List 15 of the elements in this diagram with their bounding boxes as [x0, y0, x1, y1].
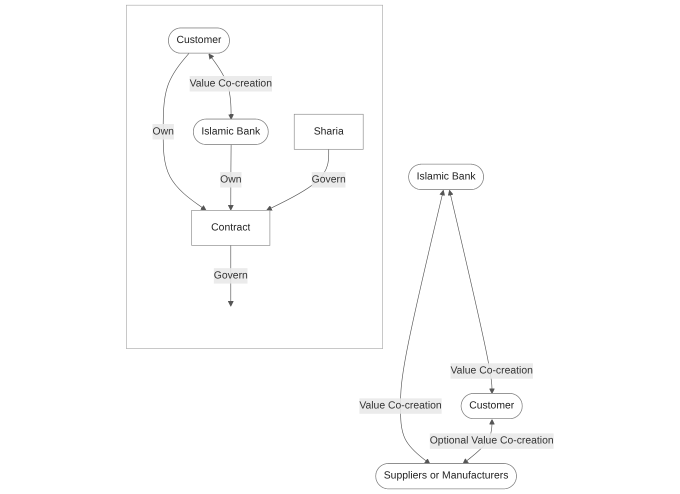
- edge-label: Own: [152, 126, 174, 137]
- arrow: [162, 53, 206, 211]
- edge-label: Value Co-creation: [359, 400, 442, 412]
- edge-label: Value Co-creation: [190, 78, 272, 89]
- edge-label: Value Co-creation: [450, 365, 533, 376]
- edge-label: Govern: [312, 174, 346, 186]
- node-box: Contract: [191, 210, 270, 246]
- node-box: Sharia: [294, 114, 364, 150]
- edge-label: Govern: [214, 270, 248, 282]
- cluster: [126, 4, 383, 349]
- arrow: [448, 190, 495, 394]
- arrow: [228, 144, 234, 211]
- edge-label: Optional Value Co-creation: [430, 435, 554, 446]
- arrow: [400, 190, 445, 464]
- edge-label: Own: [220, 174, 242, 186]
